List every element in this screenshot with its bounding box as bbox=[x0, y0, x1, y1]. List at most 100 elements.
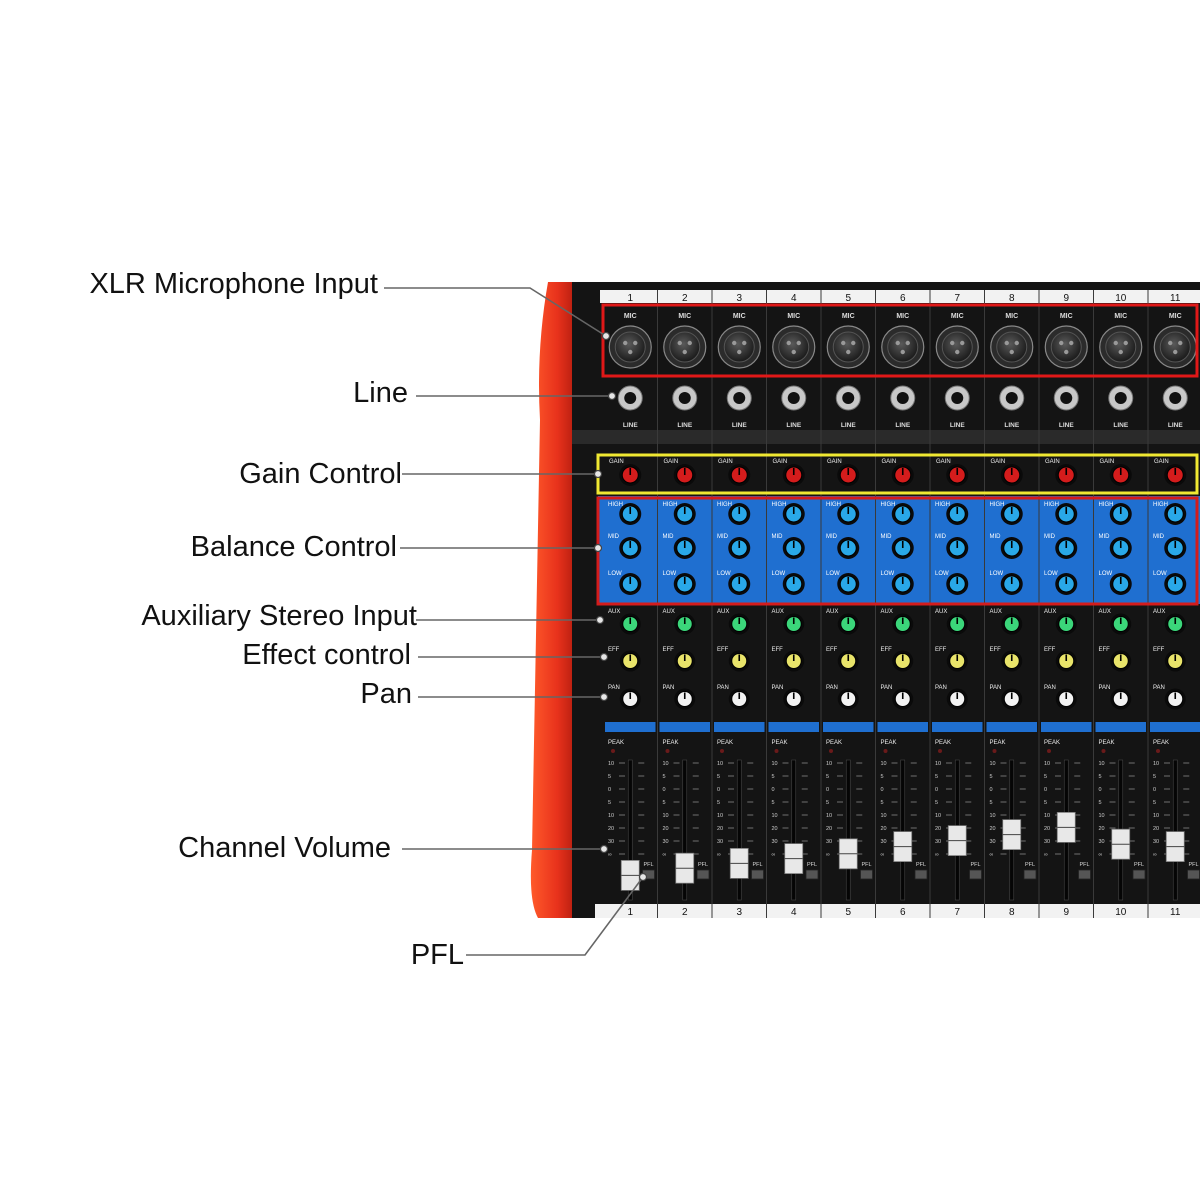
label-pfl: PFL bbox=[410, 939, 464, 971]
channel-number-bottom: 11 bbox=[1170, 907, 1181, 918]
fader-scale-label: 10 bbox=[772, 813, 778, 819]
line-label: LINE bbox=[895, 422, 910, 429]
channel-number-bottom: 4 bbox=[791, 907, 797, 918]
fader-scale-label: ∞ bbox=[990, 852, 994, 858]
fader-scale-label: 5 bbox=[935, 774, 938, 780]
number-strip-bottom bbox=[595, 904, 1200, 918]
fader-scale-label: 10 bbox=[990, 813, 996, 819]
fader-scale-label: 5 bbox=[1044, 774, 1047, 780]
fader-scale-label: ∞ bbox=[826, 852, 830, 858]
channel-number-bottom: 7 bbox=[954, 907, 960, 918]
fader-scale-label: 20 bbox=[990, 826, 996, 832]
xlr-pin bbox=[633, 340, 638, 346]
fader-scale-label: 10 bbox=[1044, 761, 1050, 767]
aux-label: AUX bbox=[663, 609, 675, 615]
peak-led bbox=[992, 749, 997, 753]
peak-label: PEAK bbox=[717, 740, 733, 746]
channel-number-top: 1 bbox=[627, 293, 633, 304]
high-label: HIGH bbox=[1099, 502, 1114, 508]
xlr-pin bbox=[687, 340, 692, 346]
xlr-pin bbox=[1059, 340, 1064, 346]
fader-scale-label: 10 bbox=[935, 813, 941, 819]
eff-label: EFF bbox=[935, 647, 947, 653]
fader-scale-label: 10 bbox=[881, 813, 887, 819]
pan-label: PAN bbox=[608, 685, 620, 691]
mid-label: MID bbox=[1099, 534, 1111, 540]
fader-scale-label: 5 bbox=[608, 774, 611, 780]
xlr-socket-inner bbox=[614, 331, 646, 363]
low-label: LOW bbox=[1099, 571, 1113, 577]
fader-scale-label: ∞ bbox=[772, 852, 776, 858]
low-label: LOW bbox=[717, 571, 731, 577]
fader-scale-label: ∞ bbox=[1044, 852, 1048, 858]
peak-label: PEAK bbox=[990, 740, 1006, 746]
aux-label: AUX bbox=[717, 609, 729, 615]
channel-stripe bbox=[768, 722, 819, 732]
aux-label: AUX bbox=[935, 609, 947, 615]
fader-scale-label: 5 bbox=[663, 800, 666, 806]
fader-slot bbox=[627, 759, 633, 901]
mid-label: MID bbox=[990, 534, 1002, 540]
high-label: HIGH bbox=[990, 502, 1005, 508]
eff-label: EFF bbox=[1044, 647, 1056, 653]
mid-label: MID bbox=[826, 534, 838, 540]
low-label: LOW bbox=[1153, 571, 1167, 577]
fader-scale-label: 10 bbox=[717, 813, 723, 819]
line-label: LINE bbox=[623, 422, 638, 429]
low-label: LOW bbox=[826, 571, 840, 577]
line-label: LINE bbox=[677, 422, 692, 429]
xlr-socket-inner bbox=[1050, 331, 1082, 363]
xlr-pin bbox=[786, 340, 791, 346]
fader-scale-label: 30 bbox=[1099, 839, 1105, 845]
aux-label: AUX bbox=[1099, 609, 1111, 615]
fader-scale-label: 5 bbox=[826, 800, 829, 806]
peak-label: PEAK bbox=[772, 740, 788, 746]
marker-volume bbox=[599, 844, 609, 854]
label-pan: Pan bbox=[360, 678, 412, 710]
fader-scale-label: 5 bbox=[881, 800, 884, 806]
pfl-button bbox=[1078, 869, 1091, 880]
marker-pfl bbox=[638, 872, 648, 882]
channel-number-bottom: 10 bbox=[1115, 907, 1127, 918]
xlr-pin bbox=[1113, 340, 1118, 346]
pfl-label: PFL bbox=[698, 862, 708, 868]
label-balance-control: Balance Control bbox=[190, 531, 397, 563]
xlr-pin bbox=[1173, 349, 1178, 355]
mic-label: MIC bbox=[951, 313, 964, 320]
fader-scale-label: 0 bbox=[663, 787, 666, 793]
fader-scale-label: 20 bbox=[881, 826, 887, 832]
channel-strips: 11MICLINEGAINHIGHMIDLOWAUXEFFPANPEAK1050… bbox=[605, 290, 1200, 918]
fader-scale-label: 0 bbox=[1099, 787, 1102, 793]
xlr-pin bbox=[1014, 340, 1019, 346]
channel-stripe bbox=[823, 722, 874, 732]
line-jack-hole bbox=[951, 392, 964, 404]
fader-scale-label: 5 bbox=[826, 774, 829, 780]
fader-scale-label: 20 bbox=[717, 826, 723, 832]
xlr-pin bbox=[737, 349, 742, 355]
line-label: LINE bbox=[1113, 422, 1128, 429]
xlr-highlight-box bbox=[601, 303, 1199, 378]
fader-scale-label: 10 bbox=[772, 761, 778, 767]
aux-label: AUX bbox=[881, 609, 893, 615]
pan-label: PAN bbox=[826, 685, 838, 691]
pan-label: PAN bbox=[1153, 685, 1165, 691]
pan-label: PAN bbox=[1044, 685, 1056, 691]
gain-label: GAIN bbox=[827, 459, 842, 465]
aux-label: AUX bbox=[826, 609, 838, 615]
fader-scale-label: 10 bbox=[990, 761, 996, 767]
xlr-pin bbox=[905, 340, 910, 346]
peak-label: PEAK bbox=[826, 740, 842, 746]
fader-scale-label: 10 bbox=[935, 761, 941, 767]
pan-label: PAN bbox=[881, 685, 893, 691]
fader-scale-label: 10 bbox=[1044, 813, 1050, 819]
peak-label: PEAK bbox=[935, 740, 951, 746]
fader-scale-label: 5 bbox=[1099, 774, 1102, 780]
fader-scale-label: 5 bbox=[717, 800, 720, 806]
high-label: HIGH bbox=[1153, 502, 1168, 508]
fader-scale-label: 5 bbox=[772, 800, 775, 806]
fader-scale-label: 5 bbox=[1099, 800, 1102, 806]
channel-stripe bbox=[659, 722, 710, 732]
fader-slot bbox=[845, 759, 851, 901]
xlr-pin bbox=[677, 340, 682, 346]
